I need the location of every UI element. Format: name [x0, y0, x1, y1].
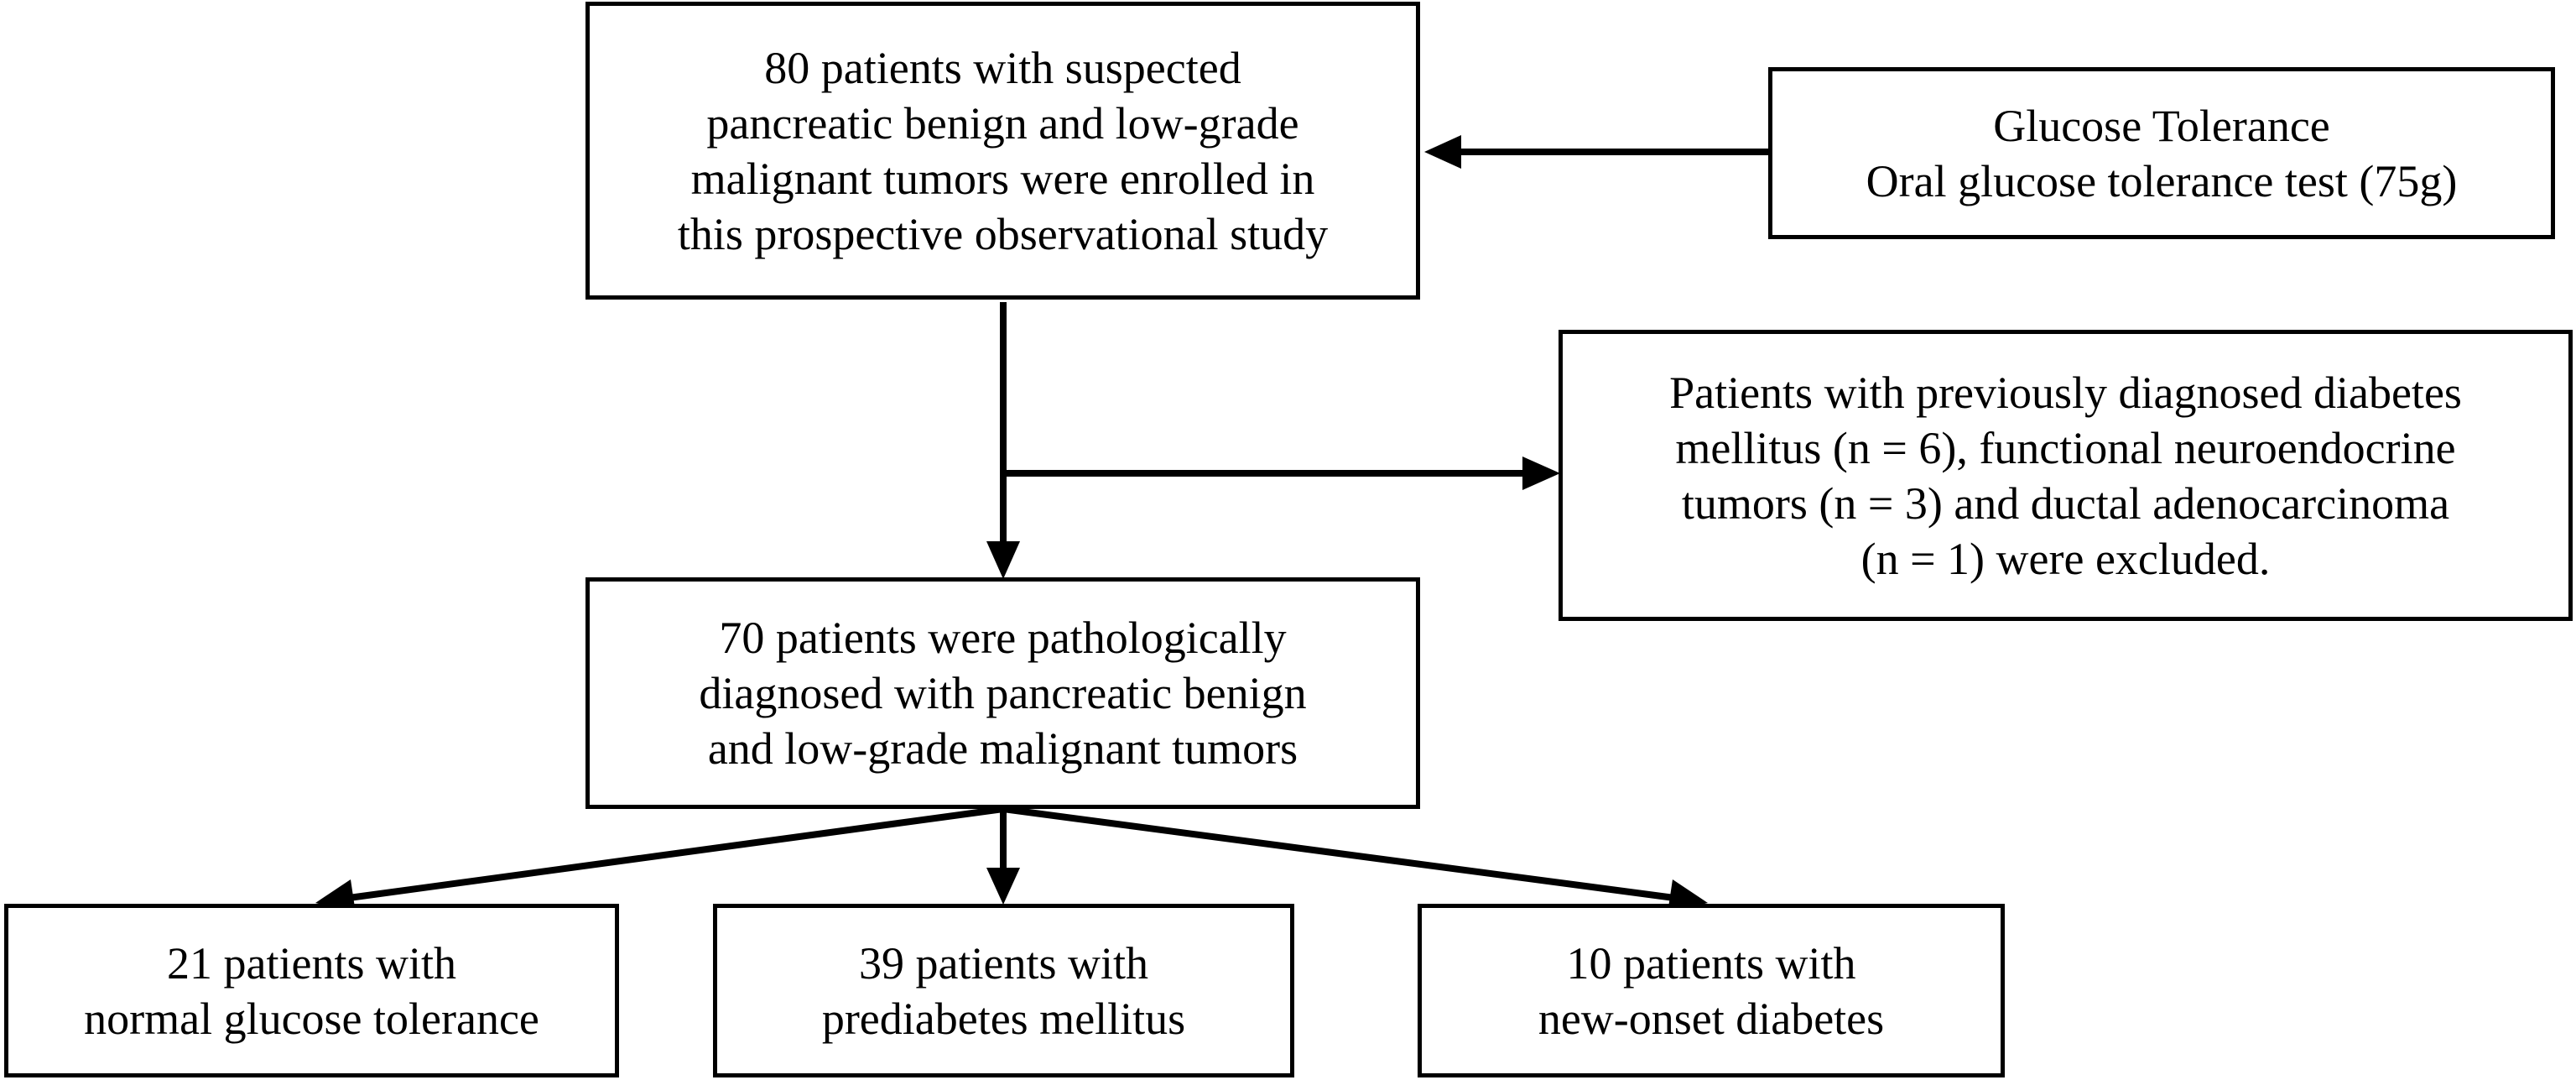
enrollment-line: 80 patients with suspected: [764, 42, 1241, 93]
exclusion-line: mellitus (n = 6), functional neuroendocr…: [1675, 422, 2456, 473]
outcome-line: prediabetes mellitus: [821, 993, 1186, 1044]
glucose-tolerance-box: Glucose Tolerance Oral glucose tolerance…: [1768, 67, 2555, 239]
enrollment-line: this prospective observational study: [677, 208, 1329, 259]
arrowhead-prediabetes: [986, 868, 1020, 905]
arrow-to-new-onset: [1002, 806, 1675, 901]
outcome-box-normal-glucose: 21 patients with normal glucose toleranc…: [4, 904, 619, 1077]
enrollment-line: pancreatic benign and low-grade: [706, 97, 1299, 149]
diagnosed-line: diagnosed with pancreatic benign: [699, 668, 1307, 718]
arrowhead-glucose: [1424, 135, 1461, 169]
outcome-line: normal glucose tolerance: [84, 993, 539, 1044]
arrowhead-exclusion: [1522, 457, 1560, 490]
exclusion-line: (n = 1) were excluded.: [1860, 533, 2271, 584]
diagnosed-line: 70 patients were pathologically: [719, 613, 1287, 663]
outcome-line: new-onset diabetes: [1538, 993, 1885, 1044]
exclusion-box: Patients with previously diagnosed diabe…: [1559, 330, 2573, 621]
enrollment-line: malignant tumors were enrolled in: [690, 153, 1315, 204]
arrowhead-diagnosed: [986, 541, 1020, 579]
exclusion-line: Patients with previously diagnosed diabe…: [1669, 367, 2462, 418]
enrollment-box: 80 patients with suspected pancreatic be…: [585, 2, 1420, 300]
exclusion-line: tumors (n = 3) and ductal adenocarcinoma: [1681, 477, 2450, 529]
outcome-line: 10 patients with: [1566, 937, 1856, 989]
outcome-box-new-onset-diabetes: 10 patients with new-onset diabetes: [1418, 904, 2005, 1077]
diagnosed-box: 70 patients were pathologically diagnose…: [585, 577, 1420, 809]
diagnosed-line: and low-grade malignant tumors: [707, 723, 1298, 774]
arrow-to-normal-glucose: [348, 806, 1004, 901]
glucose-line: Glucose Tolerance: [1993, 100, 2330, 151]
outcome-box-prediabetes: 39 patients with prediabetes mellitus: [713, 904, 1294, 1077]
outcome-line: 39 patients with: [859, 937, 1148, 989]
outcome-line: 21 patients with: [167, 937, 456, 989]
glucose-line: Oral glucose tolerance test (75g): [1866, 155, 2458, 206]
